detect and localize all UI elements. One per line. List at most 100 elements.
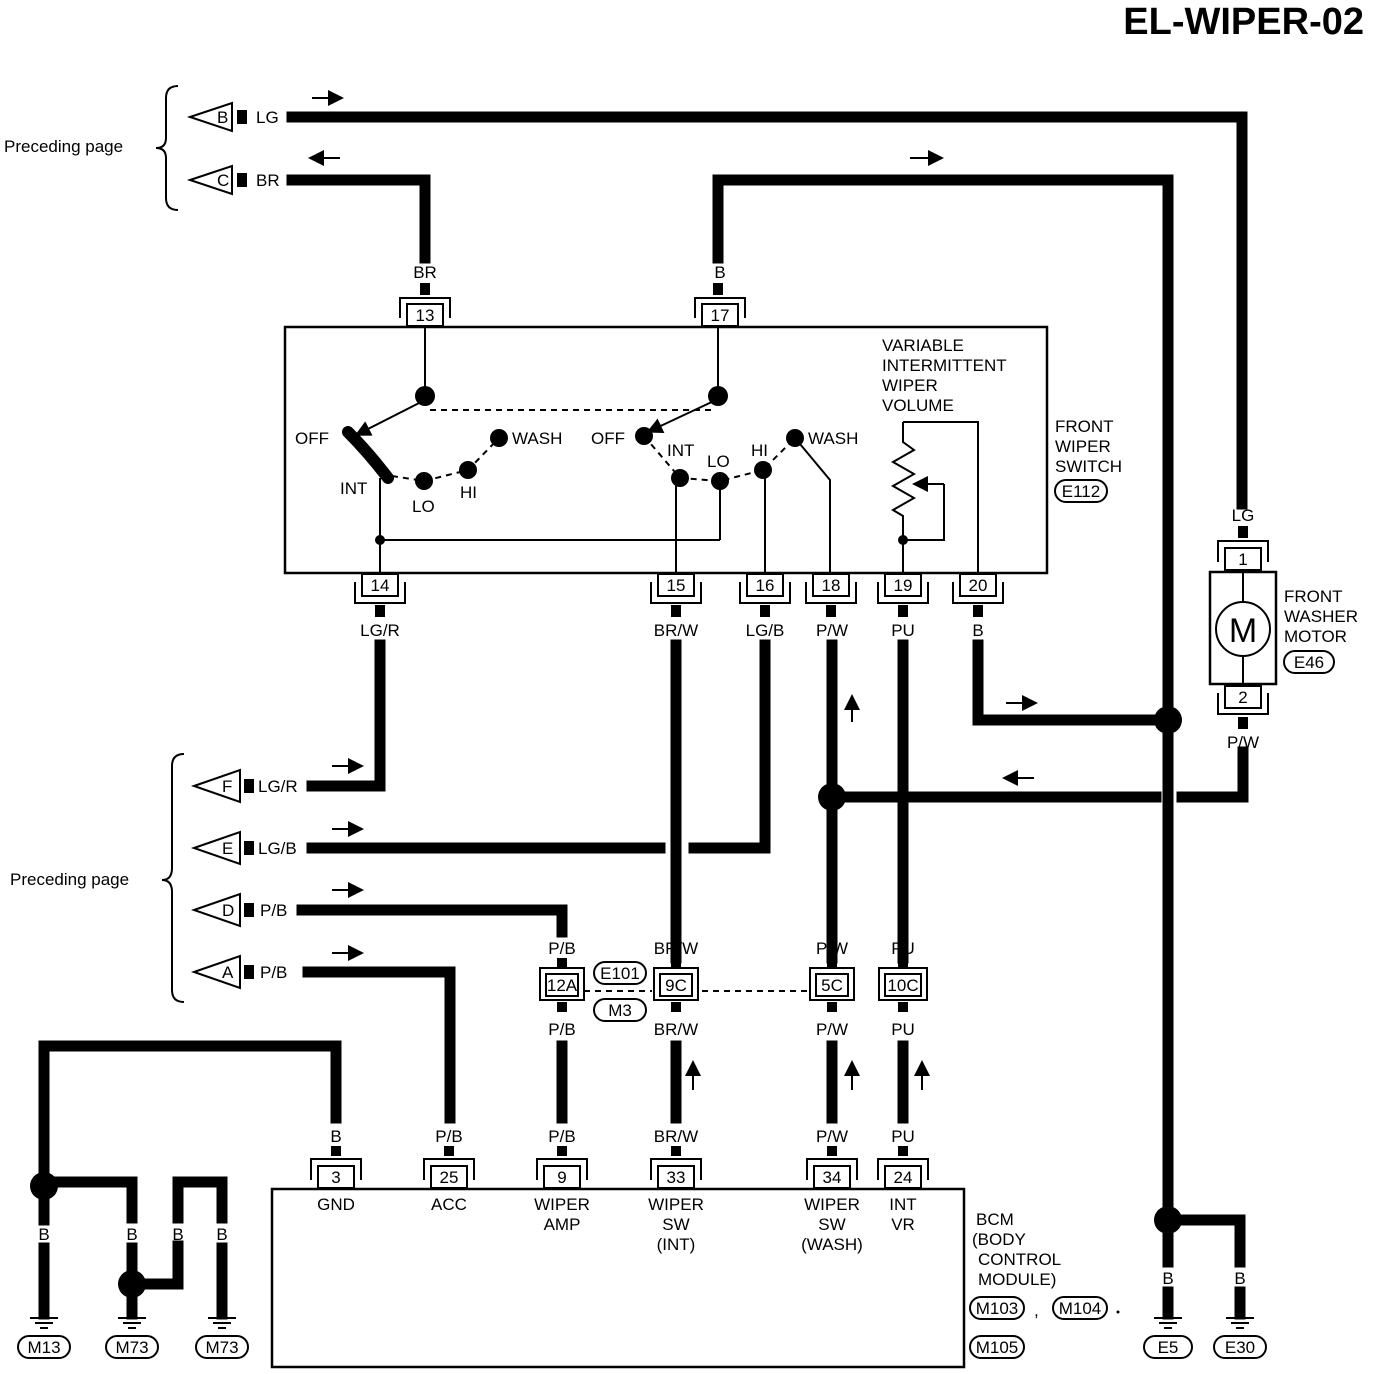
switch-pin-19: 19 <box>877 573 929 604</box>
svg-text:13: 13 <box>416 306 435 325</box>
ground-wire-e30: B <box>1234 1269 1245 1288</box>
svg-text:24: 24 <box>894 1168 913 1187</box>
bcm-name-1: BCM <box>976 1210 1014 1229</box>
bcm-wire-25: P/B <box>435 1127 462 1146</box>
svg-text:14: 14 <box>371 576 390 595</box>
joint-wire-5c-bot: P/W <box>816 1020 848 1039</box>
arrow-b-letter: B <box>217 108 228 127</box>
switch-name-2: WIPER <box>1055 437 1111 456</box>
svg-text:E: E <box>222 839 233 858</box>
bcm-func-33-l2: SW <box>662 1215 689 1234</box>
bcm-func-3-l1: GND <box>317 1195 355 1214</box>
joint-pin-5c: 5C <box>809 967 855 1001</box>
wire-b-20 <box>972 639 1164 726</box>
bcm-wire-34: P/W <box>816 1127 848 1146</box>
pos-off-right: OFF <box>591 429 625 448</box>
svg-text:A: A <box>222 963 234 982</box>
ground-symbol-m13: M13 <box>17 1317 71 1359</box>
pos-hi-right: HI <box>751 441 768 460</box>
switch-pin-17: 17 <box>694 297 746 327</box>
svg-text:3: 3 <box>331 1168 340 1187</box>
wire-lg-r <box>306 639 386 792</box>
wire-lg-b-a <box>688 639 771 854</box>
front-wiper-switch-box <box>283 325 1049 575</box>
bcm-name-4: MODULE) <box>978 1270 1056 1289</box>
bcm-name-2: (BODY <box>972 1230 1026 1249</box>
motor-pin-1: 1 <box>1217 540 1269 571</box>
wire-p-w-motor-b <box>1176 746 1249 803</box>
svg-text:E5: E5 <box>1158 1338 1179 1357</box>
joint-wire-9c-bot: BR/W <box>654 1020 698 1039</box>
motor-wire-bottom: P/W <box>1227 733 1259 752</box>
joint-wire-5c-top: P/W <box>816 939 848 958</box>
wire-label-20: B <box>972 621 983 640</box>
pos-int-left: INT <box>340 479 367 498</box>
connector-arrow-e: E LG/B <box>190 830 297 866</box>
bcm-box <box>270 1187 966 1369</box>
svg-text:19: 19 <box>894 576 913 595</box>
bcm-pin-9: 9 <box>536 1158 588 1189</box>
switch-pin-15: 15 <box>650 573 702 604</box>
svg-text:P/B: P/B <box>260 901 287 920</box>
motor-connector-e46: E46 <box>1294 653 1324 672</box>
svg-text:9: 9 <box>557 1168 566 1187</box>
brace-bottom <box>161 753 185 1003</box>
switch-pin-16: 16 <box>739 573 791 604</box>
svg-text:16: 16 <box>756 576 775 595</box>
bcm-func-24-l2: VR <box>891 1215 915 1234</box>
bcm-connector-sep: , <box>1034 1301 1039 1320</box>
wire-ground-m73a <box>52 1176 138 1224</box>
joint-connector-m3: M3 <box>608 1001 632 1020</box>
brace-top <box>155 85 179 211</box>
bcm-func-33-l1: WIPER <box>648 1195 704 1214</box>
svg-text:33: 33 <box>667 1168 686 1187</box>
joint-pin-9c: 9C <box>653 967 699 1001</box>
wire-label-19: PU <box>891 621 915 640</box>
svg-text:F: F <box>222 777 232 796</box>
switch-pin-18: 18 <box>805 573 857 604</box>
bcm-pin-34: 34 <box>806 1158 858 1189</box>
bcm-connector-m103: M103 <box>976 1299 1019 1318</box>
wire-b-gnd <box>38 1040 342 1226</box>
svg-text:1: 1 <box>1238 550 1247 569</box>
joint-wire-10c-top: PU <box>891 939 915 958</box>
bcm-wire-24: PU <box>891 1127 915 1146</box>
connector-arrow-b: B LG <box>186 101 279 133</box>
bcm-connector-m105: M105 <box>976 1338 1019 1357</box>
joint-wire-9c-top: BR/W <box>654 939 698 958</box>
ground-wire-m73a: B <box>126 1225 137 1244</box>
ground-symbol-m73b: M73 <box>195 1317 249 1359</box>
motor-name-3: MOTOR <box>1284 627 1347 646</box>
svg-text:LG/R: LG/R <box>258 777 298 796</box>
joint-connector-e101: E101 <box>600 964 640 983</box>
svg-text:2: 2 <box>1238 688 1247 707</box>
preceding-page-label-top: Preceding page <box>4 137 123 156</box>
wire-ground-e30 <box>1176 1214 1246 1268</box>
switch-wiper-arm-left <box>342 426 394 484</box>
ground-wire-m73b: B <box>216 1225 227 1244</box>
pos-int-right: INT <box>667 441 694 460</box>
motor-symbol: M <box>1229 612 1257 650</box>
svg-text:P/B: P/B <box>260 963 287 982</box>
ground-wire-e5: B <box>1162 1269 1173 1288</box>
arrow-c-color: BR <box>256 171 280 190</box>
bcm-name-3: CONTROL <box>978 1250 1061 1269</box>
wire-ground-m73b <box>172 1176 228 1224</box>
vr-label-4: VOLUME <box>882 396 954 415</box>
svg-text:17: 17 <box>711 306 730 325</box>
diagram-title: EL-WIPER-02 <box>1123 1 1364 43</box>
motor-name-1: FRONT <box>1284 587 1343 606</box>
ground-symbol-m73a: M73 <box>105 1317 159 1359</box>
bcm-func-34-l2: SW <box>818 1215 845 1234</box>
bcm-wire-33: BR/W <box>654 1127 698 1146</box>
connector-arrow-d: D P/B <box>190 892 287 928</box>
svg-text:LG/B: LG/B <box>258 839 297 858</box>
wire-br-top <box>286 174 431 264</box>
arrow-b-color: LG <box>256 108 279 127</box>
bcm-func-33-l3: (INT) <box>657 1235 696 1254</box>
svg-text:20: 20 <box>969 576 988 595</box>
bcm-func-24-l1: INT <box>889 1195 916 1214</box>
svg-text:E30: E30 <box>1225 1338 1255 1357</box>
switch-connector-e112: E112 <box>1062 482 1100 501</box>
vr-label-1: VARIABLE <box>882 336 964 355</box>
